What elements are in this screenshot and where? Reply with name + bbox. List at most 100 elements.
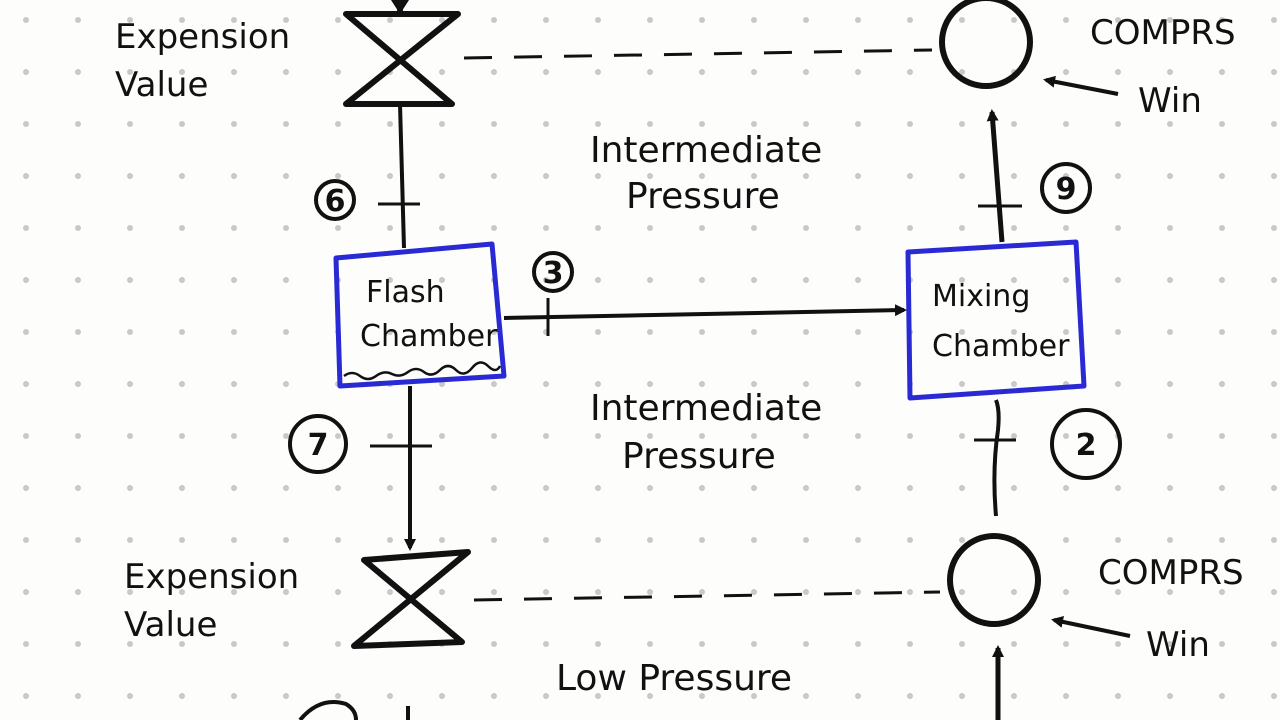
grid-dot <box>803 433 809 439</box>
grid-dot <box>543 537 549 543</box>
grid-dot <box>283 381 289 387</box>
grid-dot <box>231 121 237 127</box>
grid-dot <box>231 225 237 231</box>
grid-dot <box>75 329 81 335</box>
grid-dot <box>1115 693 1121 699</box>
grid-dot <box>335 173 341 179</box>
grid-dot <box>1011 433 1017 439</box>
grid-dot <box>75 537 81 543</box>
grid-dot <box>23 381 29 387</box>
grid-dot <box>283 589 289 595</box>
grid-dot <box>439 121 445 127</box>
grid-dot <box>179 485 185 491</box>
grid-dot <box>543 433 549 439</box>
grid-dot <box>1219 641 1225 647</box>
grid-dot <box>1167 173 1173 179</box>
grid-dot <box>1219 381 1225 387</box>
grid-dot <box>803 277 809 283</box>
flash-chamber-label-2: Chamber <box>360 319 498 354</box>
grid-dot <box>335 537 341 543</box>
grid-dot <box>75 17 81 23</box>
grid-dot <box>959 329 965 335</box>
grid-dot <box>595 693 601 699</box>
grid-dot <box>283 693 289 699</box>
grid-dot <box>647 69 653 75</box>
state-6-number: 6 <box>325 184 346 219</box>
grid-dot <box>231 485 237 491</box>
grid-dot <box>751 485 757 491</box>
grid-dot <box>1167 329 1173 335</box>
grid-dot <box>387 225 393 231</box>
flash-chamber[interactable] <box>333 241 507 389</box>
grid-dot <box>1271 225 1277 231</box>
compressor-bottom[interactable] <box>947 533 1041 627</box>
compressor-top[interactable] <box>939 0 1033 89</box>
flash-chamber-label-1: Flash <box>366 275 445 310</box>
compressor-top-label: COMPRS <box>1090 13 1236 53</box>
grid-dot <box>127 589 133 595</box>
grid-dot <box>1115 485 1121 491</box>
grid-dot <box>75 173 81 179</box>
grid-dot <box>907 433 913 439</box>
grid-dot <box>803 329 809 335</box>
grid-dot <box>439 277 445 283</box>
grid-dot <box>1219 485 1225 491</box>
grid-dot <box>1011 121 1017 127</box>
grid-dot <box>751 121 757 127</box>
grid-dot <box>491 589 497 595</box>
grid-dot <box>647 121 653 127</box>
intermediate-pressure-top-line-2: Pressure <box>626 176 780 217</box>
grid-dot <box>439 381 445 387</box>
low-pressure-label: Low Pressure <box>556 658 792 699</box>
grid-dot <box>855 485 861 491</box>
compressor-bottom-label: COMPRS <box>1098 553 1244 593</box>
grid-dot <box>1167 225 1173 231</box>
grid-dot <box>1271 589 1277 595</box>
intermediate-pressure-bottom-line-2: Pressure <box>622 436 776 477</box>
expansion-valve-bottom[interactable] <box>351 549 471 649</box>
grid-dot <box>1115 69 1121 75</box>
grid-dot <box>647 485 653 491</box>
grid-dot <box>959 381 965 387</box>
grid-dot <box>1063 121 1069 127</box>
grid-dot <box>179 173 185 179</box>
grid-dot <box>543 225 549 231</box>
grid-dot <box>1063 17 1069 23</box>
mixing-chamber[interactable] <box>905 239 1087 401</box>
grid-dot <box>23 485 29 491</box>
grid-dot <box>1011 277 1017 283</box>
expansion-valve-top[interactable] <box>343 0 461 107</box>
grid-dot <box>179 693 185 699</box>
grid-dot <box>387 485 393 491</box>
grid-dot <box>387 693 393 699</box>
grid-dot <box>283 537 289 543</box>
grid-dot <box>283 225 289 231</box>
grid-dot <box>803 173 809 179</box>
grid-dot <box>751 641 757 647</box>
grid-dot <box>179 17 185 23</box>
grid-dot <box>595 225 601 231</box>
grid-dot <box>1167 485 1173 491</box>
grid-dot <box>647 17 653 23</box>
grid-dot <box>179 121 185 127</box>
grid-dot <box>387 329 393 335</box>
grid-dot <box>23 173 29 179</box>
grid-dot <box>959 537 965 543</box>
grid-dot <box>75 69 81 75</box>
grid-dot <box>1167 121 1173 127</box>
grid-dot <box>959 433 965 439</box>
grid-dot <box>1063 641 1069 647</box>
grid-dot <box>959 641 965 647</box>
grid-dot <box>595 329 601 335</box>
grid-dot <box>855 69 861 75</box>
grid-dot <box>1063 589 1069 595</box>
grid-dot <box>647 225 653 231</box>
grid-dot <box>699 173 705 179</box>
grid-dot <box>283 173 289 179</box>
grid-dot <box>907 121 913 127</box>
grid-dot <box>231 17 237 23</box>
grid-dot <box>439 69 445 75</box>
grid-dot <box>23 69 29 75</box>
grid-dot <box>1271 693 1277 699</box>
grid-dot <box>1271 485 1277 491</box>
